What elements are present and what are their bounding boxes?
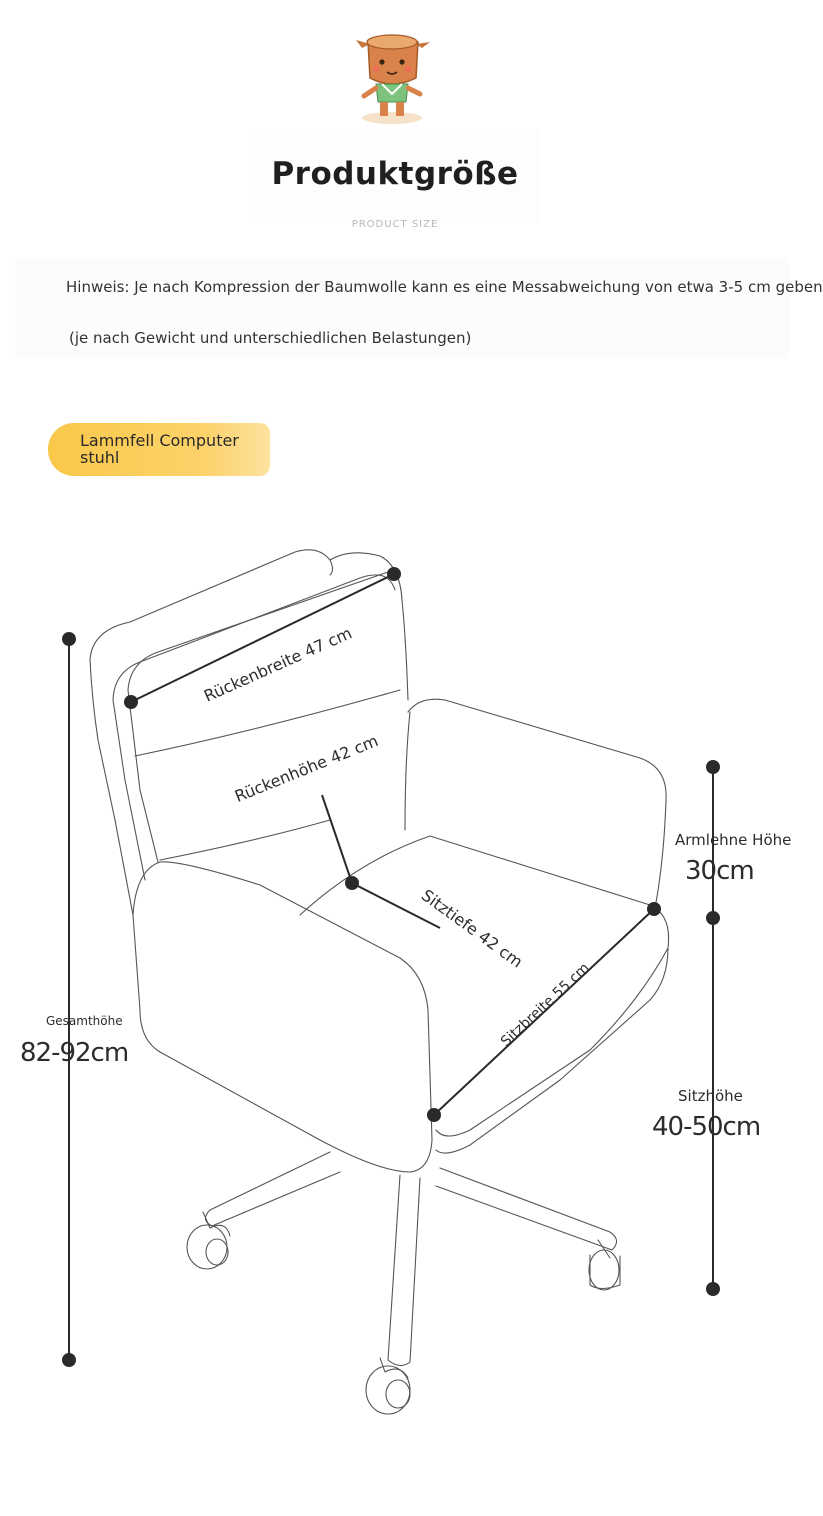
product-badge: Lammfell Computer stuhl xyxy=(48,423,270,476)
right-arm-outline xyxy=(407,698,667,909)
page-title: Produktgröße xyxy=(271,156,519,192)
armrest-height-label: Armlehne Höhe xyxy=(675,831,792,849)
seat-width-line xyxy=(433,908,655,1116)
product-badge-label: Lammfell Computer stuhl xyxy=(80,431,239,467)
left-arm-outline xyxy=(132,861,433,1173)
note-panel xyxy=(15,258,790,358)
page-subtitle: PRODUCT SIZE xyxy=(351,219,439,230)
backrest-outline xyxy=(89,549,334,661)
chair-diagram xyxy=(62,549,720,1415)
back-height-line xyxy=(321,794,353,884)
armrest-height-value: 30cm xyxy=(685,856,755,886)
seat-height-value: 40-50cm xyxy=(652,1112,761,1142)
seat-depth-line xyxy=(351,882,441,929)
title-panel: Produktgröße xyxy=(250,128,540,223)
mascot-icon xyxy=(356,34,430,124)
note-line-2: (je nach Gewicht und unterschiedlichen B… xyxy=(69,329,472,347)
total-height-value: 82-92cm xyxy=(20,1038,129,1068)
note-line-1: Hinweis: Je nach Kompression der Baumwol… xyxy=(66,278,823,296)
seat-height-label: Sitzhöhe xyxy=(678,1087,743,1105)
back-width-line xyxy=(130,573,395,703)
total-height-label: Gesamthöhe xyxy=(46,1014,123,1028)
